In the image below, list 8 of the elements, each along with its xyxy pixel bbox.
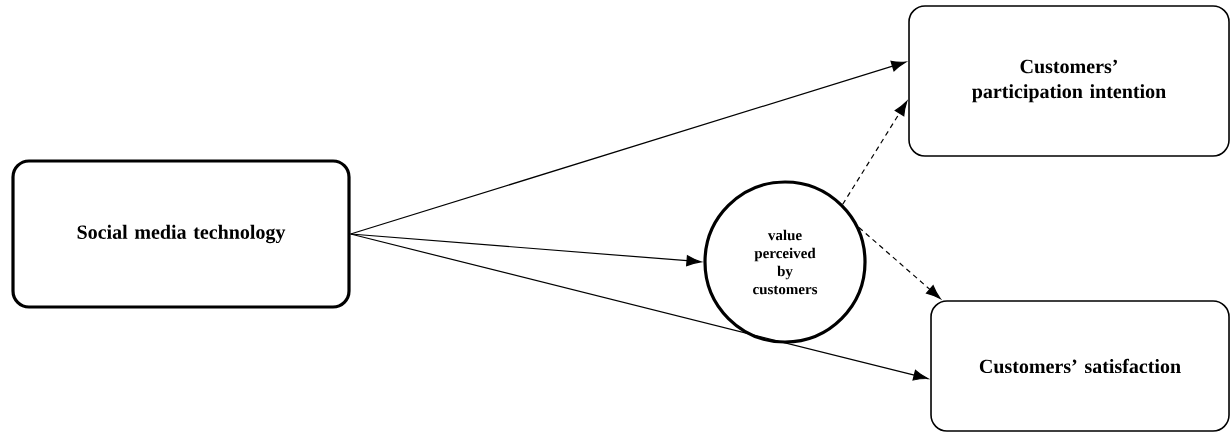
- arrow: [350, 233, 702, 267]
- concept-box: Customers’ satisfaction: [930, 300, 1230, 432]
- arrow: [350, 233, 929, 381]
- arrow: [350, 60, 907, 235]
- arrow: [858, 226, 941, 300]
- arrow: [842, 100, 908, 205]
- concept-box: Social media technology: [11, 159, 351, 309]
- concept-box: Customers’ participation intention: [908, 5, 1230, 157]
